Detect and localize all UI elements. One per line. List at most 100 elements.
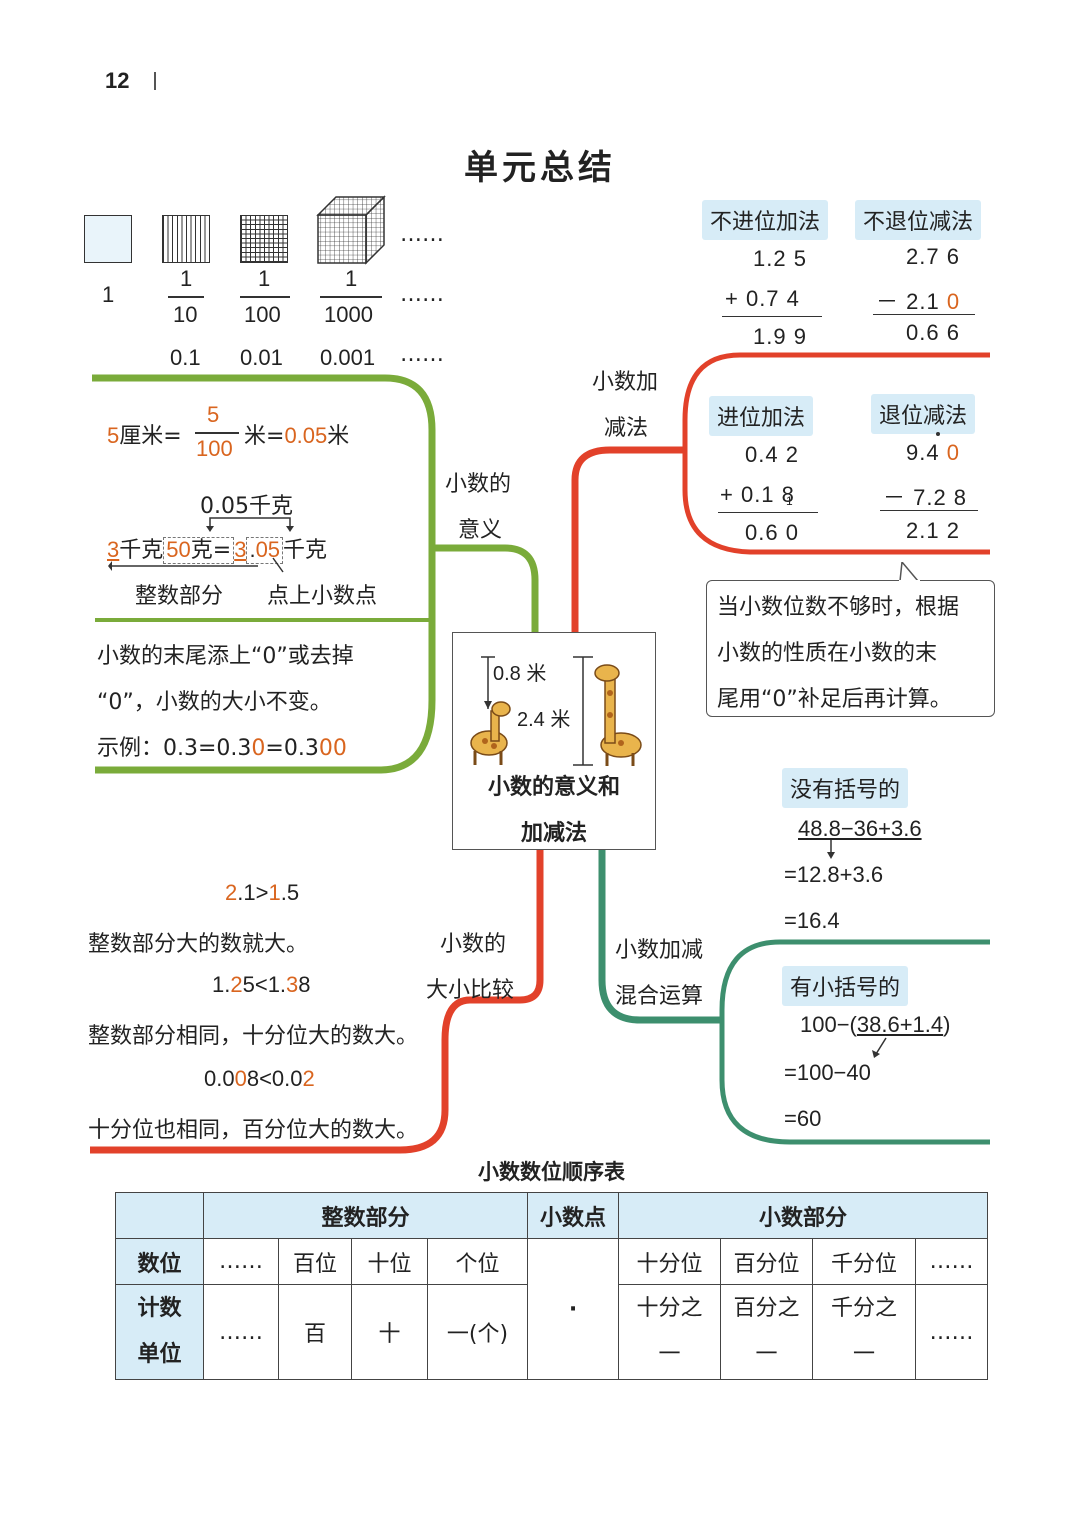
table-cell: 千分之一 bbox=[813, 1285, 916, 1380]
table-cell: · bbox=[528, 1239, 619, 1380]
branch-label: 小数加 bbox=[592, 364, 658, 396]
table-cell: 百位 bbox=[279, 1239, 352, 1285]
fraction-numerator: 5 bbox=[207, 402, 219, 428]
branch-label: 混合运算 bbox=[615, 978, 703, 1010]
page-number: 12 bbox=[105, 68, 129, 94]
step-arrow bbox=[825, 840, 837, 860]
compare-example: 0.008<0.02 bbox=[204, 1066, 315, 1092]
table-header-row: 整数部分 小数点 小数部分 bbox=[116, 1193, 988, 1239]
row-label: 数位 bbox=[116, 1239, 204, 1285]
compare-rule: 十分位也相同，百分位大的数大。 bbox=[88, 1112, 418, 1144]
calc-row: 2.7 6 bbox=[906, 244, 960, 270]
center-title: 小数的意义和 bbox=[453, 769, 655, 801]
compare-example: 1.25<1.38 bbox=[212, 972, 311, 998]
fraction-numerator: 1 bbox=[180, 266, 192, 292]
header-integer-part: 整数部分 bbox=[204, 1193, 528, 1239]
table-cell: 百分之一 bbox=[721, 1285, 813, 1380]
height-small: 0.8 米 bbox=[493, 657, 546, 686]
equation-cm-to-m-result: 米=0.05米 bbox=[244, 418, 349, 450]
calc-row: 9.4 0 bbox=[906, 440, 960, 466]
square-tenths-icon bbox=[162, 215, 210, 263]
callout-line: 小数的性质在小数的末 bbox=[717, 635, 937, 667]
calc-row: + 0.1 8 bbox=[720, 482, 795, 508]
fraction-denominator: 100 bbox=[244, 302, 281, 328]
height-big: 2.4 米 bbox=[517, 703, 570, 732]
calc-row: 0.6 0 bbox=[745, 520, 799, 546]
table-cell: 千分位 bbox=[813, 1239, 916, 1285]
place-value-table: 整数部分 小数点 小数部分 数位 …… 百位 十位 个位 · 十分位 百分位 千… bbox=[115, 1192, 988, 1380]
table-cell: 个位 bbox=[428, 1239, 528, 1285]
decimal-value: 0.001 bbox=[320, 345, 375, 371]
fraction-numerator: 1 bbox=[258, 266, 270, 292]
ellipsis: …… bbox=[400, 282, 444, 307]
table-cell: 十分之一 bbox=[619, 1285, 721, 1380]
compare-example: 2.1>1.5 bbox=[225, 880, 299, 906]
calc-row: =16.4 bbox=[784, 908, 840, 934]
bracket-arrows bbox=[200, 512, 310, 534]
row-label: 计数单位 bbox=[116, 1285, 204, 1380]
branch-label: 小数的 bbox=[440, 926, 506, 958]
calc-row: 2.1 2 bbox=[906, 518, 960, 544]
table-cell: …… bbox=[204, 1239, 279, 1285]
page-title: 单元总结 bbox=[0, 140, 1080, 189]
compare-rule: 整数部分大的数就大。 bbox=[88, 926, 308, 958]
tag-borrow: 退位减法 bbox=[871, 394, 975, 434]
table-title: 小数数位顺序表 bbox=[0, 1156, 1080, 1186]
step-arrow bbox=[870, 1036, 890, 1060]
center-title: 加减法 bbox=[453, 815, 655, 847]
fraction-denominator: 100 bbox=[196, 436, 233, 462]
table-cell: …… bbox=[916, 1285, 988, 1380]
callout-note: 当小数位数不够时，根据 小数的性质在小数的末 尾用“0”补足后再计算。 bbox=[706, 580, 995, 717]
tag-parentheses: 有小括号的 bbox=[782, 966, 908, 1006]
header-decimal-point: 小数点 bbox=[528, 1193, 619, 1239]
table-cell: 十位 bbox=[352, 1239, 428, 1285]
branch-label: 意义 bbox=[458, 512, 502, 544]
fraction-denominator: 10 bbox=[173, 302, 197, 328]
ellipsis: …… bbox=[400, 222, 444, 247]
callout-line: 当小数位数不够时，根据 bbox=[717, 589, 959, 621]
note-integer-part: 整数部分 bbox=[135, 578, 223, 610]
callout-line: 尾用“0”补足后再计算。 bbox=[717, 681, 952, 713]
carry-mark: 1 bbox=[786, 494, 793, 508]
tag-carry: 进位加法 bbox=[709, 396, 813, 436]
branch-label: 小数加减 bbox=[615, 932, 703, 964]
tag-no-carry: 不进位加法 bbox=[702, 200, 828, 240]
table-cell: 十分位 bbox=[619, 1239, 721, 1285]
property-example: 示例：0.3=0.30=0.300 bbox=[97, 730, 347, 762]
note-arrows bbox=[108, 556, 298, 576]
ellipsis: …… bbox=[400, 342, 444, 367]
calc-row: =60 bbox=[784, 1106, 821, 1132]
calc-row: 100−(38.6+1.4) bbox=[800, 1012, 950, 1038]
square-hundredths-icon bbox=[240, 215, 288, 263]
table-cell: 百分位 bbox=[721, 1239, 813, 1285]
property-rule: “0”，小数的大小不变。 bbox=[97, 684, 332, 716]
calc-row: － 7.2 8 bbox=[883, 480, 967, 512]
table-corner bbox=[116, 1193, 204, 1239]
calc-row: － 2.1 0 bbox=[876, 284, 960, 316]
fraction-numerator: 1 bbox=[345, 266, 357, 292]
table-row: 数位 …… 百位 十位 个位 · 十分位 百分位 千分位 …… bbox=[116, 1239, 988, 1285]
tag-no-borrow: 不退位减法 bbox=[855, 200, 981, 240]
calc-row: =12.8+3.6 bbox=[784, 862, 883, 888]
calc-row: + 0.7 4 bbox=[725, 286, 800, 312]
calc-row: 1.2 5 bbox=[753, 246, 807, 272]
decimal-value: 0.01 bbox=[240, 345, 283, 371]
compare-rule: 整数部分相同，十分位大的数大。 bbox=[88, 1018, 418, 1050]
calc-row: 48.8−36+3.6 bbox=[798, 816, 922, 842]
fraction-denominator: 1000 bbox=[324, 302, 373, 328]
center-topic: 0.8 米 2.4 米 小数的意义和 加减法 bbox=[452, 632, 656, 850]
equation-cm-to-m: 5厘米= bbox=[107, 418, 182, 450]
branch-label: 减法 bbox=[604, 410, 648, 442]
tag-no-parentheses: 没有括号的 bbox=[782, 768, 908, 808]
branch-label: 小数的 bbox=[445, 466, 511, 498]
label-one: 1 bbox=[102, 282, 114, 308]
header-decimal-part: 小数部分 bbox=[619, 1193, 988, 1239]
branch-label: 大小比较 bbox=[426, 972, 514, 1004]
note-decimal-point: 点上小数点 bbox=[267, 578, 377, 610]
cube-thousandths-icon bbox=[316, 195, 386, 265]
table-cell: 一(个) bbox=[428, 1285, 528, 1380]
calc-row: 1.9 9 bbox=[753, 324, 807, 350]
calc-row: 0.4 2 bbox=[745, 442, 799, 468]
callout-pointer bbox=[898, 562, 922, 582]
table-cell: …… bbox=[204, 1285, 279, 1380]
